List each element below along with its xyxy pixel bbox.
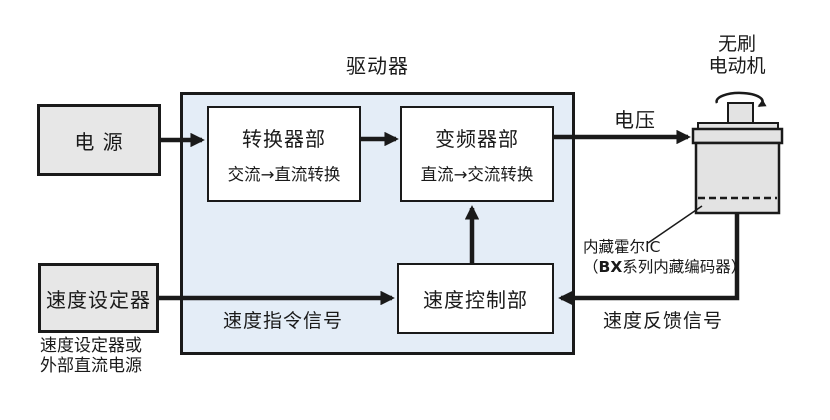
motor-label: 无刷 电动机 — [688, 33, 786, 77]
converter-subtitle: 交流→直流转换 — [227, 165, 341, 184]
inverter-title: 变频器部 — [435, 127, 519, 151]
speed-command-label: 速度指令信号 — [222, 310, 343, 332]
power-label: 电 源 — [74, 129, 124, 154]
hall-ic-label: 内藏霍尔IC （BX系列内藏编码器） — [583, 238, 746, 277]
motor-flange — [691, 127, 784, 145]
speed-setter-caption: 速度设定器或 外部直流电源 — [40, 336, 142, 376]
hall-ic-bx-series: BX — [598, 257, 623, 276]
hall-ic-label-line1: 内藏霍尔IC — [583, 238, 661, 256]
power-box: 电 源 — [37, 104, 161, 176]
driver-label: 驱动器 — [346, 54, 409, 78]
speed-control-box: 速度控制部 — [397, 263, 554, 334]
motor-body — [694, 141, 781, 215]
speed-setter-title: 速度设定器 — [46, 287, 151, 312]
inverter-subtitle: 直流→交流转换 — [420, 165, 534, 184]
converter-box: 转换器部 交流→直流转换 — [207, 106, 361, 202]
converter-title: 转换器部 — [242, 127, 326, 151]
hall-ic-pointer-line — [647, 205, 703, 244]
arrow-speed-feedback — [558, 213, 740, 306]
speed-control-title: 速度控制部 — [423, 288, 528, 312]
speed-setter-caption-line2: 外部直流电源 — [40, 356, 142, 376]
speed-setter-box: 速度设定器 — [38, 263, 159, 333]
rotation-arrow-icon — [715, 91, 767, 108]
motor-label-line1: 无刷 — [717, 33, 756, 55]
speed-setter-caption-line1: 速度设定器或 — [40, 336, 142, 356]
hall-ic-label-line2: （BX系列内藏编码器） — [583, 258, 746, 278]
voltage-label: 电压 — [614, 108, 656, 132]
hall-ic-paren-open: （ — [583, 257, 599, 276]
inverter-box: 变频器部 直流→交流转换 — [400, 106, 554, 202]
motor-graphic — [691, 91, 784, 215]
motor-label-line2: 电动机 — [708, 55, 766, 77]
hall-ic-label-rest: 系列内藏编码器） — [622, 257, 747, 276]
speed-feedback-label: 速度反馈信号 — [602, 310, 723, 332]
